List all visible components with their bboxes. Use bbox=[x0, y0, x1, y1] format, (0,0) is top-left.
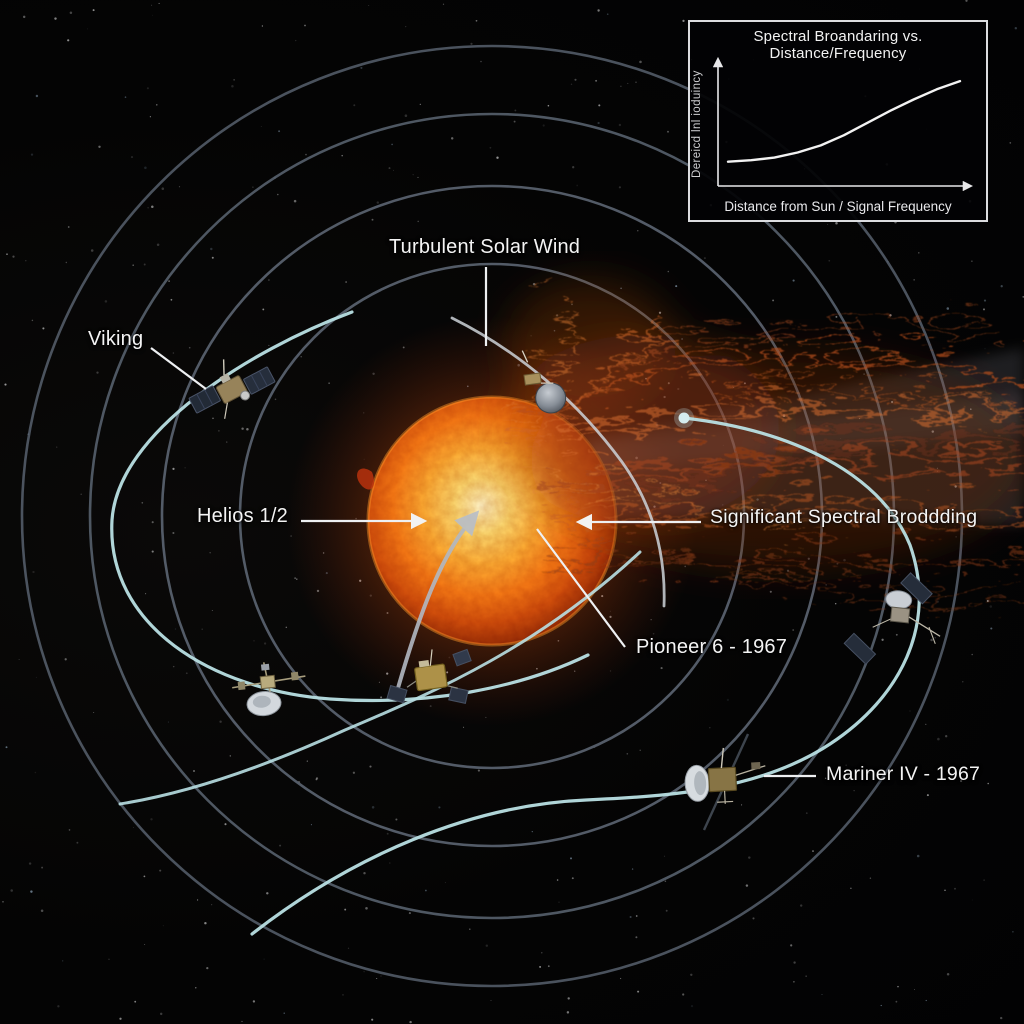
label-spectral-broadening: Significant Spectral Broddding bbox=[710, 506, 977, 529]
signal-node-glow bbox=[674, 408, 694, 428]
inset-curve bbox=[728, 81, 960, 162]
spacecraft-dish-explorer bbox=[230, 658, 309, 718]
label-mariner: Mariner IV - 1967 bbox=[826, 763, 980, 786]
label-pioneer: Pioneer 6 - 1967 bbox=[636, 636, 787, 659]
spacecraft-mariner bbox=[683, 746, 767, 806]
inset-plot bbox=[706, 52, 978, 198]
spacecraft-viking bbox=[180, 343, 279, 429]
label-turbulent-solar-wind: Turbulent Solar Wind bbox=[389, 236, 580, 259]
label-helios: Helios 1/2 bbox=[197, 505, 288, 528]
inset-y-axis-label: Dereicd lnl ioduincy bbox=[691, 60, 706, 188]
label-viking: Viking bbox=[88, 328, 143, 351]
inset-x-axis-label: Distance from Sun / Signal Frequency bbox=[690, 199, 986, 214]
inset-chart: Spectral Broandaring vs. Distance/Freque… bbox=[688, 20, 988, 222]
